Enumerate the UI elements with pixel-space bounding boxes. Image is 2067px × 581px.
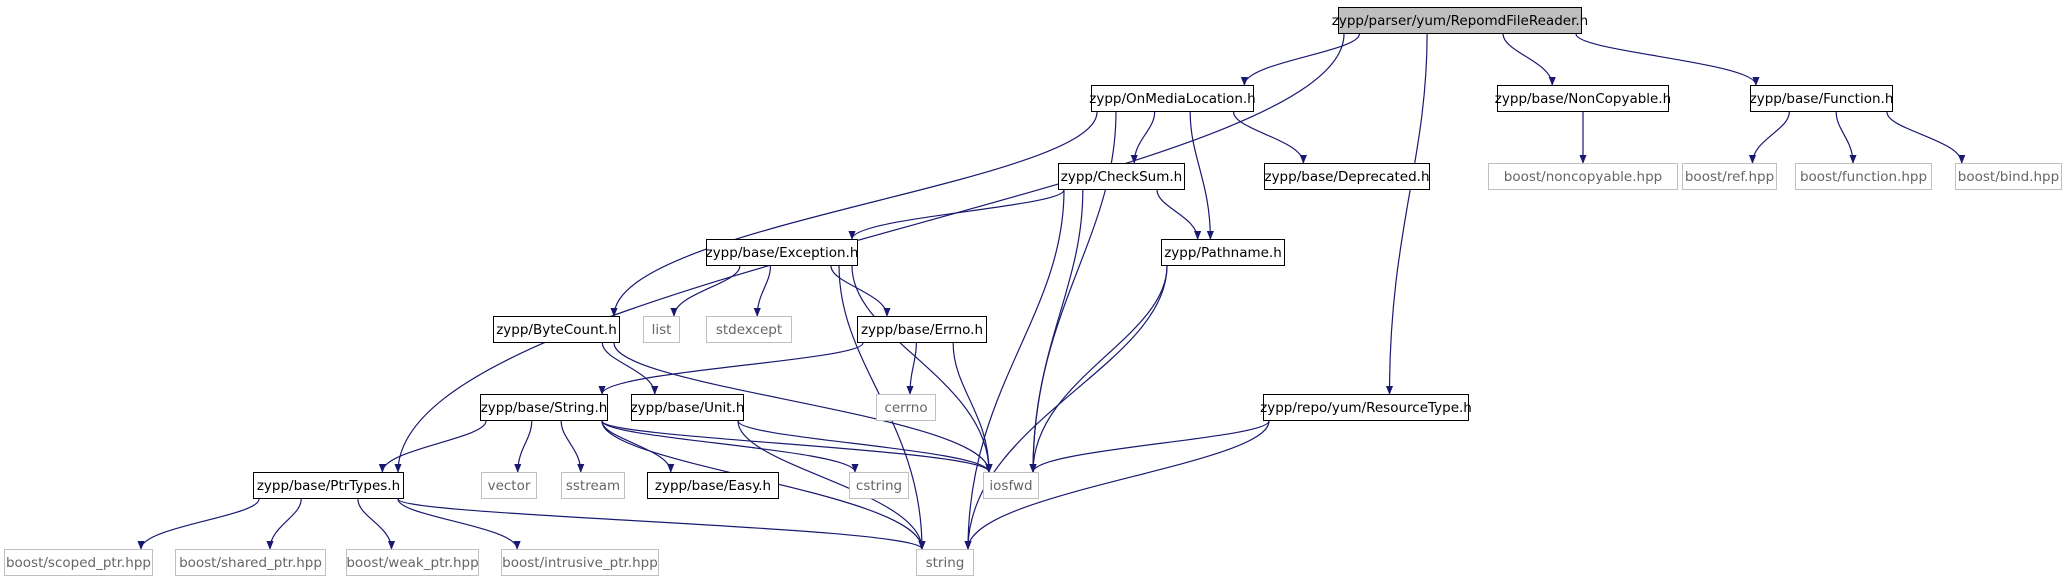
node-unit[interactable]: zypp/base/Unit.h [631,394,744,421]
node-boost-bind: boost/bind.hpp [1955,163,2062,190]
node-root[interactable]: zypp/parser/yum/RepomdFileReader.h [1332,7,1588,34]
node-checksum[interactable]: zypp/CheckSum.h [1058,163,1185,190]
edge-root-to-onmedia [1240,33,1360,86]
node-function[interactable]: zypp/base/Function.h [1750,85,1893,112]
node-deprecated[interactable]: zypp/base/Deprecated.h [1264,163,1430,190]
edge-function-to-boost-function [1835,111,1857,164]
edge-checksum-to-exception [848,189,1065,240]
node-boost-weak: boost/weak_ptr.hpp [346,549,479,576]
node-onmedia[interactable]: zypp/OnMediaLocation.h [1089,85,1256,112]
edge-string-h-to-vector [514,420,533,473]
node-boost-intrusive: boost/intrusive_ptr.hpp [501,549,659,576]
edge-pathname-to-string [964,265,1168,550]
node-string: string [916,549,974,576]
edge-root-to-ptrtypes [394,33,1345,473]
edge-onmedia-to-checksum [1130,111,1156,164]
node-list: list [643,316,680,343]
edge-ptrtypes-to-boost-scoped [137,498,260,550]
edge-string-h-to-iosfwd [601,420,993,473]
edge-bytecount-to-iosfwd [613,342,993,473]
edge-string-h-to-sstream [560,420,585,473]
edge-function-to-boost-ref [1748,111,1790,164]
node-easy[interactable]: zypp/base/Easy.h [647,472,779,499]
node-cstring: cstring [849,472,909,499]
edge-exception-to-iosfwd [851,265,993,473]
edge-onmedia-to-deprecated [1232,111,1307,164]
edge-checksum-to-pathname [1156,189,1202,240]
edge-pathname-to-iosfwd [1029,265,1168,473]
node-boost-ref: boost/ref.hpp [1682,163,1777,190]
node-exception[interactable]: zypp/base/Exception.h [706,239,858,266]
edge-exception-to-errno [830,265,891,317]
edge-string-h-to-cstring [601,420,859,473]
node-cerrno: cerrno [876,394,936,421]
edge-ptrtypes-to-string [397,498,926,550]
edge-resourcetype-to-string [964,420,1270,550]
edge-ptrtypes-to-boost-shared [266,498,302,550]
node-errno[interactable]: zypp/base/Errno.h [857,316,987,343]
node-string-h[interactable]: zypp/base/String.h [480,394,608,421]
edge-string-h-to-ptrtypes [378,420,487,473]
edge-ptrtypes-to-boost-intrusive [397,498,521,550]
edge-resourcetype-to-iosfwd [1029,420,1270,473]
node-ptrtypes[interactable]: zypp/base/PtrTypes.h [253,472,404,499]
edge-onmedia-to-pathname [1189,111,1214,240]
edge-errno-to-cerrno [906,342,917,395]
node-noncopyable[interactable]: zypp/base/NonCopyable.h [1495,85,1671,112]
edge-root-to-resourcetype [1385,33,1428,395]
edge-root-to-noncopyable [1502,33,1556,86]
edge-errno-to-iosfwd [952,342,993,473]
edge-exception-to-stdexcept [753,265,772,317]
edge-exception-to-list [670,265,741,317]
edge-onmedia-to-bytecount [610,111,1098,317]
edge-unit-to-iosfwd [737,420,993,473]
node-resourcetype[interactable]: zypp/repo/yum/ResourceType.h [1260,394,1472,421]
edge-string-h-to-easy [601,420,675,473]
node-sstream: sstream [561,472,625,499]
node-boost-noncopyable: boost/noncopyable.hpp [1488,163,1678,190]
edge-layer [137,33,1966,550]
edge-function-to-boost-bind [1886,111,1966,164]
node-boost-function: boost/function.hpp [1795,163,1932,190]
node-pathname[interactable]: zypp/Pathname.h [1161,239,1285,266]
node-stdexcept: stdexcept [706,316,792,343]
edge-checksum-to-string [964,189,1065,550]
node-boost-shared: boost/shared_ptr.hpp [175,549,326,576]
node-vector: vector [481,472,537,499]
edge-ptrtypes-to-boost-weak [357,498,396,550]
edge-unit-to-string [737,420,926,550]
edge-errno-to-string-h [598,342,864,395]
edge-bytecount-to-unit [601,342,659,395]
node-boost-scoped: boost/scoped_ptr.hpp [4,549,153,576]
node-iosfwd: iosfwd [983,472,1039,499]
node-bytecount[interactable]: zypp/ByteCount.h [493,316,620,343]
edge-root-to-function [1575,33,1760,86]
